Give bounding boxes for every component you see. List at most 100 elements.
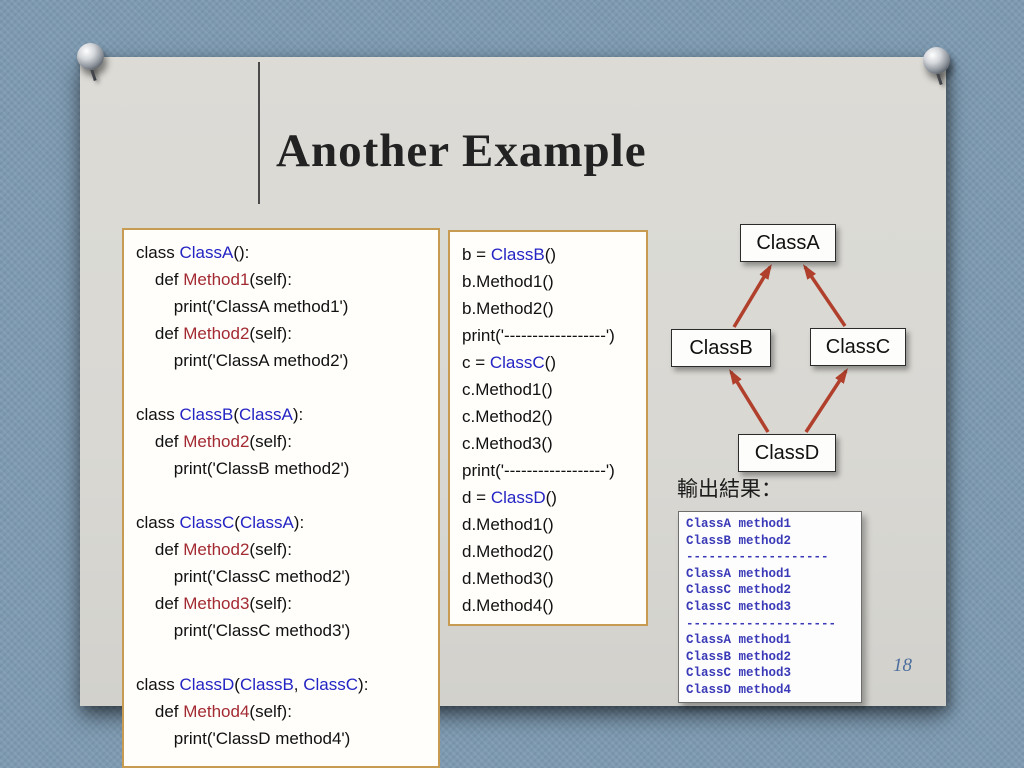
code-token-methodname: Method2 [183,540,250,559]
code-token: print('ClassA method1') [136,297,349,316]
code-token: ( [234,675,240,694]
code-line: b = ClassB() [462,241,634,268]
code-token-methodname: Method1 [183,270,250,289]
code-token: (self): [249,702,292,721]
code-line: print('ClassA method2') [136,347,426,374]
code-line: class ClassA(): [136,239,426,266]
output-line: ClassC method3 [686,599,792,614]
code-token-classname: ClassD [179,675,235,694]
output-line: ClassA method1 [686,566,792,581]
output-line: ClassC method3 [686,666,792,681]
code-token: class [136,243,180,262]
inheritance-arrows [729,263,848,433]
code-token: d.Method4() [462,596,554,615]
code-token: d.Method2() [462,542,554,561]
code-token: print('------------------') [462,326,615,345]
code-token: print('------------------') [462,461,615,480]
code-token: print('ClassA method2') [136,351,349,370]
code-token: print('ClassB method2') [136,459,350,478]
code-token: ): [293,513,305,532]
code-line: def Method2(self): [136,320,426,347]
code-line: def Method1(self): [136,266,426,293]
code-token-classname: ClassB [239,675,294,694]
code-line: class ClassD(ClassB, ClassC): [136,671,426,698]
output-line: ClassA method1 [686,633,792,648]
output-line: ClassC method2 [686,583,792,598]
code-token: d.Method3() [462,569,554,588]
code-token: b = [462,245,491,264]
code-token: (self): [249,324,292,343]
code-token: print('ClassC method3') [136,621,351,640]
code-line: print('ClassB method2') [136,455,426,482]
code-line [136,644,426,671]
code-line: d.Method3() [462,565,634,592]
code-line: c.Method2() [462,403,634,430]
pin-head [77,43,104,70]
code-token: ( [233,405,239,424]
code-token-classname: ClassD [490,488,546,507]
code-token: b.Method1() [462,272,554,291]
code-token: def [136,324,184,343]
code-token: class [136,405,180,424]
code-token: (self): [249,432,292,451]
code-token: (self): [249,270,292,289]
code-token-classname: ClassA [239,513,294,532]
output-line: ClassB method2 [686,649,792,664]
code-token-methodname: Method3 [183,594,250,613]
diagram-node-classa: ClassA [740,224,836,262]
diagram-node-classc: ClassC [810,328,906,366]
pushpin-left-icon [77,43,109,87]
code-line: c = ClassC() [462,349,634,376]
code-token: ): [292,405,304,424]
code-line: class ClassB(ClassA): [136,401,426,428]
code-token: d = [462,488,491,507]
code-token: print('ClassC method2') [136,567,351,586]
code-line: d.Method4() [462,592,634,619]
code-token: (): [233,243,250,262]
pushpin-right-icon [923,47,955,91]
code-token: def [136,432,184,451]
code-token-methodname: Method2 [183,324,250,343]
code-token: d.Method1() [462,515,554,534]
code-token: () [545,488,557,507]
page-number: 18 [893,655,912,676]
code-line: c.Method1() [462,376,634,403]
code-line: d = ClassD() [462,484,634,511]
code-line: print('ClassD method4') [136,725,426,752]
arrow-classc-to-classa [803,264,847,327]
code-token-classname: ClassA [239,405,293,424]
output-line: ------------------- [686,550,829,565]
output-line: ClassD method4 [686,682,792,697]
code-token-methodname: Method2 [183,432,250,451]
code-token: () [544,353,556,372]
code-line: b.Method1() [462,268,634,295]
output-line: ClassA method1 [686,517,792,531]
code-token: (self): [249,594,292,613]
code-line: def Method2(self): [136,536,426,563]
code-token: def [136,540,184,559]
code-line: def Method2(self): [136,428,426,455]
code-line: print('------------------') [462,457,634,484]
slide-title: Another Example [276,125,647,177]
code-token: b.Method2() [462,299,554,318]
code-token: print('ClassD method4') [136,729,351,748]
code-line: def Method4(self): [136,698,426,725]
code-box-main-script: b = ClassB() b.Method1() b.Method2() print(… [448,230,648,626]
code-line: print('ClassA method1') [136,293,426,320]
code-token-classname: ClassC [179,513,235,532]
code-token: def [136,702,184,721]
code-line: class ClassC(ClassA): [136,509,426,536]
code-token: c.Method3() [462,434,553,453]
code-line: b.Method2() [462,295,634,322]
code-box-class-definitions: class ClassA(): def Method1(self): print… [122,228,440,768]
output-line: ClassB method2 [686,533,792,548]
code-token: () [544,245,557,264]
code-line: print('ClassC method3') [136,617,426,644]
code-token-classname: ClassC [303,675,359,694]
arrow-classd-to-classc [804,368,848,433]
code-token: class [136,675,180,694]
code-token-classname: ClassC [489,353,545,372]
code-line [136,374,426,401]
